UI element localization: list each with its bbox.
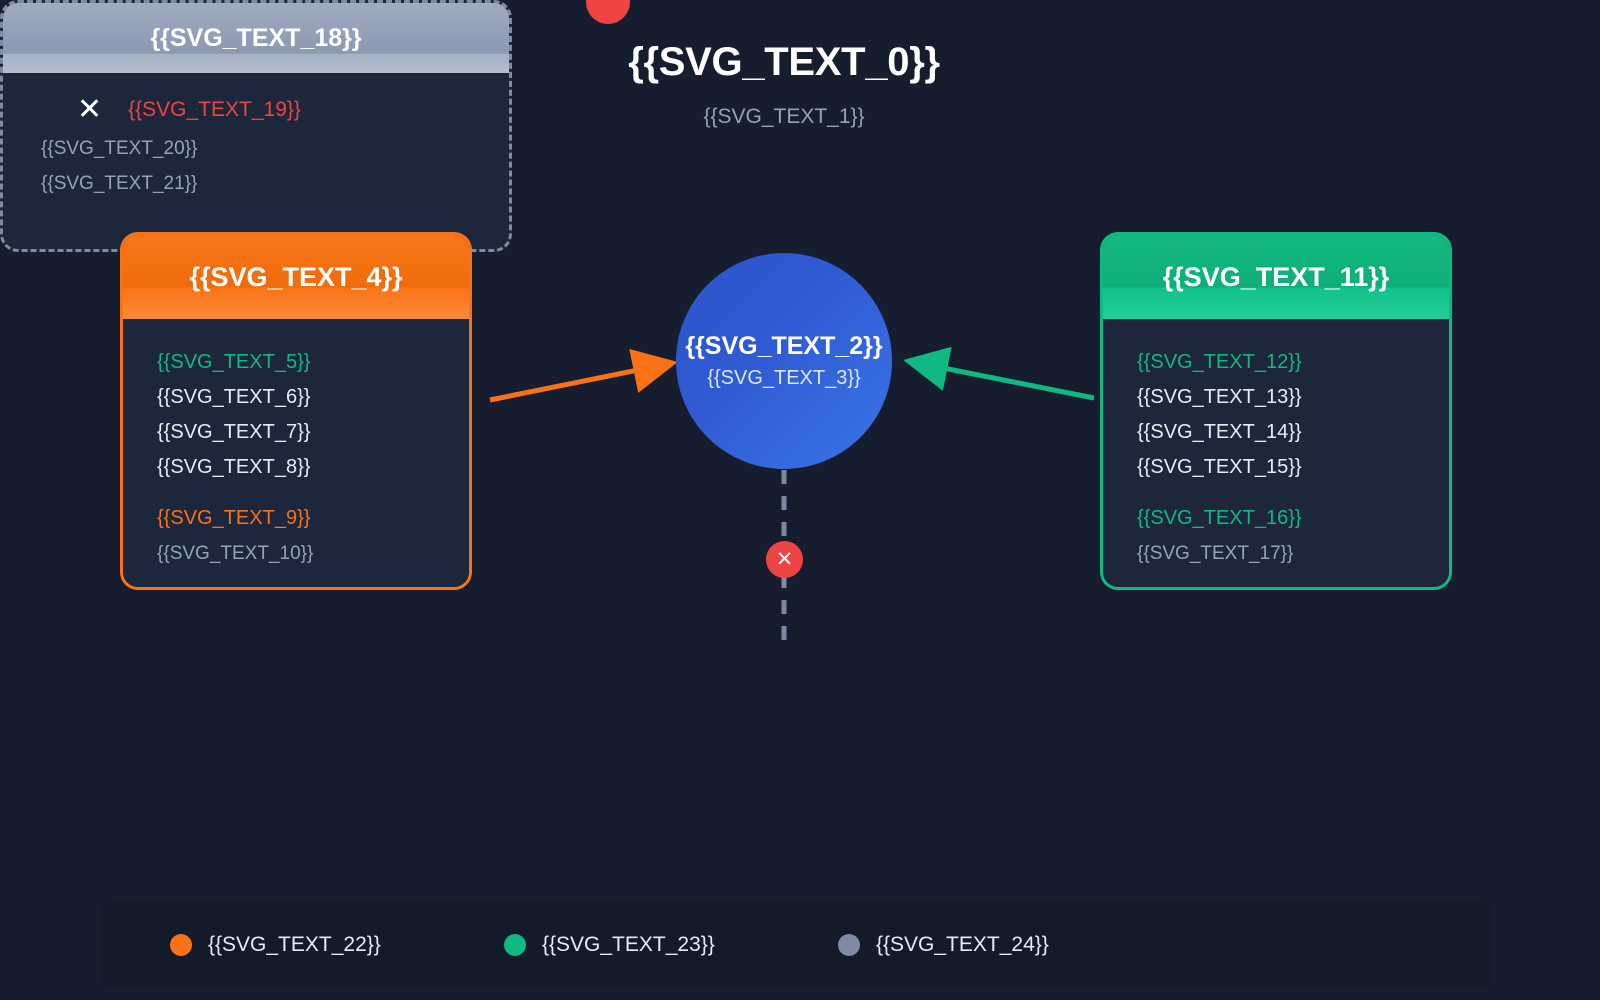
target-card-header: {{SVG_TEXT_11}} bbox=[1103, 235, 1449, 319]
blocked-reason-row: ✕ {{SVG_TEXT_19}} bbox=[33, 95, 479, 125]
source-line-detail-2: {{SVG_TEXT_7}} bbox=[157, 421, 311, 443]
blocked-x-icon: ✕ bbox=[766, 541, 803, 578]
blocked-note-2: {{SVG_TEXT_21}} bbox=[41, 173, 198, 194]
connector-target-to-hub bbox=[903, 346, 1095, 401]
hub-node[interactable]: {{SVG_TEXT_2}} {{SVG_TEXT_3}} bbox=[676, 253, 892, 469]
source-line-detail-1: {{SVG_TEXT_6}} bbox=[157, 386, 311, 408]
target-line-status: {{SVG_TEXT_12}} bbox=[1137, 351, 1302, 373]
connector-source-to-hub bbox=[489, 348, 678, 403]
blocked-card-header: {{SVG_TEXT_18}} bbox=[3, 3, 509, 73]
target-card-spacer bbox=[1137, 485, 1415, 501]
legend-label-target: {{SVG_TEXT_23}} bbox=[542, 933, 715, 956]
target-line-detail-2: {{SVG_TEXT_14}} bbox=[1137, 421, 1302, 443]
hub-subtitle: {{SVG_TEXT_3}} bbox=[707, 367, 861, 389]
source-line-detail-3: {{SVG_TEXT_8}} bbox=[157, 456, 311, 478]
hub-title: {{SVG_TEXT_2}} bbox=[685, 332, 883, 360]
source-line-status: {{SVG_TEXT_5}} bbox=[157, 351, 311, 373]
target-line-detail-1: {{SVG_TEXT_13}} bbox=[1137, 386, 1302, 408]
blocked-card-body: ✕ {{SVG_TEXT_19}} {{SVG_TEXT_20}} {{SVG_… bbox=[3, 73, 509, 209]
green-dot-icon bbox=[504, 934, 526, 956]
legend-item-target[interactable]: {{SVG_TEXT_23}} bbox=[504, 933, 838, 957]
page-subtitle: {{SVG_TEXT_1}} bbox=[703, 105, 865, 128]
target-line-detail-3: {{SVG_TEXT_15}} bbox=[1137, 456, 1302, 478]
source-line-note: {{SVG_TEXT_10}} bbox=[157, 543, 314, 564]
legend-label-blocked: {{SVG_TEXT_24}} bbox=[876, 933, 1049, 956]
page-title: {{SVG_TEXT_0}} bbox=[628, 40, 940, 84]
legend-label-source: {{SVG_TEXT_22}} bbox=[208, 933, 381, 956]
blocked-card[interactable]: {{SVG_TEXT_18}} ✕ {{SVG_TEXT_19}} {{SVG_… bbox=[0, 0, 512, 252]
x-mark-icon: ✕ bbox=[77, 93, 103, 126]
target-card-body: {{SVG_TEXT_12}} {{SVG_TEXT_13}} {{SVG_TE… bbox=[1103, 319, 1449, 581]
source-line-accent: {{SVG_TEXT_9}} bbox=[157, 507, 311, 529]
target-card[interactable]: {{SVG_TEXT_11}} {{SVG_TEXT_12}} {{SVG_TE… bbox=[1100, 232, 1452, 590]
source-card-header: {{SVG_TEXT_4}} bbox=[123, 235, 469, 319]
red-dot-icon bbox=[586, 0, 630, 24]
source-card-body: {{SVG_TEXT_5}} {{SVG_TEXT_6}} {{SVG_TEXT… bbox=[123, 319, 469, 581]
target-line-accent: {{SVG_TEXT_16}} bbox=[1137, 507, 1302, 529]
legend-item-blocked[interactable]: {{SVG_TEXT_24}} bbox=[838, 933, 1049, 957]
blocked-note-1: {{SVG_TEXT_20}} bbox=[41, 138, 198, 159]
gray-dot-icon bbox=[838, 934, 860, 956]
legend-bar: {{SVG_TEXT_22}} {{SVG_TEXT_23}} {{SVG_TE… bbox=[100, 902, 1492, 988]
source-card-spacer bbox=[157, 485, 435, 501]
legend-item-source[interactable]: {{SVG_TEXT_22}} bbox=[170, 933, 504, 957]
target-line-note: {{SVG_TEXT_17}} bbox=[1137, 543, 1294, 564]
blocked-reason-text: {{SVG_TEXT_19}} bbox=[128, 98, 301, 121]
source-card[interactable]: {{SVG_TEXT_4}} {{SVG_TEXT_5}} {{SVG_TEXT… bbox=[120, 232, 472, 590]
orange-dot-icon bbox=[170, 934, 192, 956]
